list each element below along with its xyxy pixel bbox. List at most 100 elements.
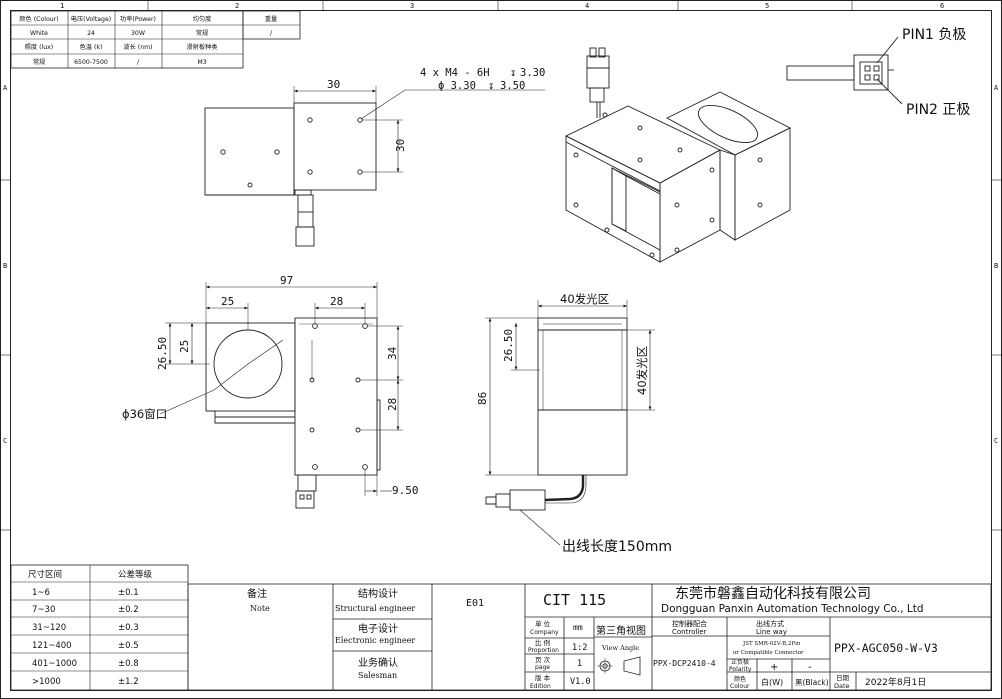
tol-range-4: 121~400 [32, 641, 72, 651]
sales-label-cn: 业务确认 [358, 656, 398, 669]
side-view [485, 300, 655, 546]
spec-header-colour: 颜色 (Colour) [19, 15, 58, 23]
spec-table: 颜色 (Colour) 电压(Voltage) 功率(Power) 均匀度 重量… [10, 10, 301, 69]
note-label-en: Note [250, 604, 270, 613]
electronic-label-en: Electronic engineer [335, 636, 415, 645]
front-dim-v1: 34 [386, 346, 399, 360]
title-block: 备注 Note 结构设计 Structural engineer 电子设计 El… [187, 583, 992, 691]
tol-grade-4: ±0.5 [118, 641, 139, 651]
spec-header-diffuser: 漫射板种类 [187, 43, 218, 51]
model-number: PPX-AGC050-W-V3 [834, 641, 938, 655]
controller-label-cn: 控制器配合 [672, 619, 707, 628]
edition-label-cn: 版 本 [535, 673, 551, 682]
line-label-cn: 出线方式 [756, 619, 784, 628]
page-label-en: page [535, 664, 550, 671]
spec-header-wavelength: 波长 (nm) [123, 43, 152, 51]
front-dim-h1: 26.50 [156, 337, 169, 370]
colour-label-en: Colour [730, 683, 750, 690]
depth-symbol-1: ↧ [510, 67, 516, 79]
grid-row-b: B [3, 262, 7, 270]
pin-connector [786, 36, 903, 105]
spec-lux-value: 常规 [33, 58, 45, 66]
edition-value: V1.0 [570, 677, 590, 687]
depth-symbol-2: ↧ [488, 80, 494, 92]
date-value: 2022年8月1日 [865, 676, 926, 688]
note-label-cn: 备注 [247, 587, 267, 600]
tol-grade-1: ±0.1 [118, 588, 139, 598]
hole-callout-drill-depth: 3.50 [500, 80, 525, 92]
front-view [159, 282, 403, 509]
top-view-labels: 30 30 4 x M4 - 6H ↧ 3.30 ϕ 3.30 ↧ 3.50 [327, 67, 545, 152]
colour-black: 黑(Black) [795, 678, 829, 687]
page-label-cn: 页 次 [535, 655, 551, 664]
colour-white: 白(W) [761, 677, 783, 687]
spec-header-power: 功率(Power) [120, 15, 156, 23]
scale-label-en: Proportion [528, 647, 559, 654]
unit-value: mm [573, 623, 583, 632]
grid-row-b-right: B [994, 262, 998, 270]
front-view-labels: 97 25 28 26.50 25 34 28 9.50 ϕ36窗口 [122, 274, 419, 497]
cable-length-label: 出线长度150mm [562, 539, 672, 555]
grid-col-3: 3 [410, 2, 414, 10]
line-value-2: or Compatible Connector [733, 650, 804, 656]
top-dim-width: 30 [327, 78, 340, 91]
front-dim-total: 97 [280, 274, 293, 287]
company-name-cn: 东莞市磐鑫自动化科技有限公司 [675, 585, 871, 602]
view-angle-label: View Angle [601, 644, 639, 652]
controller-value: PPX-DCP2410-4 [653, 659, 716, 668]
line-value-1: JST SMR-02V-B,2Pin [742, 641, 801, 647]
polarity-label-cn: 正负极 [731, 658, 749, 666]
line-label-en: Line way [756, 628, 787, 636]
window-label: ϕ36窗口 [122, 407, 167, 421]
tol-grade-5: ±0.8 [118, 659, 139, 669]
top-dim-height: 30 [394, 139, 407, 152]
hole-callout-thread: 4 x M4 - 6H [420, 67, 490, 79]
side-dim-top: 26.50 [502, 329, 515, 362]
tolerance-table: 尺寸区间 公差等级 1~6 ±0.1 7~30 ±0.2 31~120 ±0.3… [10, 564, 189, 691]
edition-label-en: Edition [530, 683, 551, 690]
polarity-plus: + [770, 662, 778, 673]
tol-grade-2: ±0.2 [118, 605, 139, 615]
page-value: 1 [577, 659, 582, 669]
emit-area-top-label: 40发光区 [560, 292, 609, 306]
front-dim-right: 28 [330, 295, 343, 308]
date-label-en: Date [834, 682, 850, 690]
pin2-label: PIN2 正极 [906, 102, 970, 118]
third-angle-label: 第三角视图 [596, 624, 646, 637]
grid-col-6: 6 [940, 2, 944, 10]
company-name-en: Dongguan Panxin Automation Technology Co… [661, 603, 924, 615]
isometric-view [564, 47, 792, 263]
top-view [204, 86, 545, 247]
unit-label-cn: 单 位 [535, 619, 551, 628]
spec-power-value: 30W [131, 30, 145, 37]
hole-callout-drill: ϕ 3.30 [438, 80, 476, 92]
spec-wavelength-value: / [137, 59, 140, 66]
spec-header-uniformity: 均匀度 [193, 15, 212, 23]
structural-label-cn: 结构设计 [358, 587, 398, 600]
tol-header-range: 尺寸区间 [28, 569, 62, 580]
front-dim-left: 25 [221, 295, 234, 308]
spec-diffuser-value: M3 [197, 59, 206, 66]
grid-row-a: A [3, 84, 8, 92]
date-label-cn: 日期 [836, 674, 850, 682]
spec-colour-value: White [30, 30, 48, 37]
grid-col-5: 5 [765, 2, 769, 10]
inner-frame [10, 10, 992, 691]
front-dim-h2: 25 [178, 340, 191, 353]
spec-header-lux: 照度 (lux) [25, 43, 53, 51]
tol-grade-3: ±0.3 [118, 623, 139, 633]
hole-callout-thread-depth: 3.30 [520, 67, 545, 79]
spec-header-colour-temp: 色温 (k) [80, 43, 103, 51]
spec-header-voltage: 电压(Voltage) [71, 15, 111, 23]
tol-range-2: 7~30 [32, 605, 55, 615]
grid-row-c: C [3, 437, 7, 445]
scale-label-cn: 比 例 [535, 638, 550, 647]
sales-label-en: Salesman [358, 671, 397, 680]
company-code: CIT 115 [543, 591, 606, 609]
spec-weight-value: / [270, 30, 273, 37]
colour-label-cn: 颜色 [734, 675, 746, 683]
spec-uniformity-value: 常规 [196, 29, 208, 37]
grid-row-c-right: C [994, 437, 998, 445]
grid-col-4: 4 [585, 2, 589, 10]
